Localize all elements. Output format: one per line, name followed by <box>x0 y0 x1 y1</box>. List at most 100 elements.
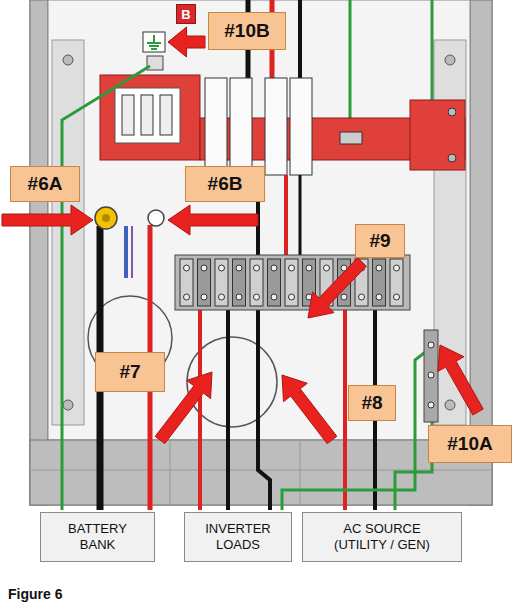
source-label: BATTERY BANK <box>58 521 138 553</box>
callout-text: B <box>181 7 190 22</box>
rail-slot <box>340 132 362 144</box>
side-bracket <box>52 40 84 425</box>
wire <box>131 226 133 278</box>
screw <box>445 400 455 410</box>
callout-number: #6B <box>185 166 265 202</box>
wire <box>62 66 150 510</box>
callout-arrow <box>308 258 366 318</box>
screw <box>448 108 456 116</box>
terminal-screw <box>289 265 295 271</box>
callout-number: #10B <box>208 12 286 50</box>
terminal <box>390 259 403 306</box>
terminal-screw <box>359 294 365 300</box>
wire <box>349 0 352 118</box>
wire <box>343 310 347 510</box>
terminal-group <box>180 259 403 306</box>
terminal-screw <box>376 265 382 271</box>
breaker-toggle <box>141 95 153 135</box>
callout-arrow <box>168 27 205 57</box>
callout-number: #8 <box>348 385 396 421</box>
terminal <box>373 259 386 306</box>
ground-symbol <box>143 32 165 52</box>
callout-arrow <box>282 375 337 444</box>
terminal-screw <box>219 294 225 300</box>
source-box: INVERTER LOADS <box>184 512 292 562</box>
terminal-screw <box>236 294 242 300</box>
terminal-block <box>175 255 410 310</box>
screw <box>63 55 73 65</box>
ground-symbol <box>151 48 157 50</box>
screw <box>63 400 73 410</box>
terminal-screw <box>236 265 242 271</box>
source-box: BATTERY BANK <box>40 512 155 562</box>
callout-number: #9 <box>355 224 405 258</box>
callout-text: #10A <box>447 433 492 455</box>
terminal-screw <box>184 294 190 300</box>
wire <box>226 310 230 510</box>
terminal <box>250 259 263 306</box>
ground-bar <box>424 330 438 422</box>
callout-text: #9 <box>369 230 390 252</box>
wire <box>258 310 270 510</box>
source-box: AC SOURCE (UTILITY / GEN) <box>302 512 462 562</box>
terminal-screw <box>254 294 260 300</box>
dc-breaker <box>205 78 227 175</box>
wire <box>299 175 302 256</box>
terminal-screw <box>394 294 400 300</box>
terminal-screw <box>219 265 225 271</box>
callout-arrow <box>438 345 483 415</box>
callout-arrows <box>2 27 483 444</box>
terminal-stud <box>102 214 110 222</box>
wire <box>395 420 432 510</box>
dc-breaker <box>265 78 287 175</box>
component-tag: B <box>176 4 196 24</box>
breaker-rail <box>410 100 465 170</box>
callout-arrow <box>2 205 93 235</box>
wire <box>284 175 288 256</box>
callout-text: #6A <box>28 173 63 195</box>
callout-text: #7 <box>119 361 140 383</box>
wire <box>198 310 202 510</box>
terminal <box>233 259 246 306</box>
terminal <box>180 259 193 306</box>
wire <box>431 0 434 100</box>
battery-negative-terminal <box>95 207 117 229</box>
panel-edge <box>170 440 171 505</box>
panel-edge <box>300 440 301 505</box>
dc-breaker <box>230 78 252 175</box>
screw <box>445 55 455 65</box>
terminal-screw <box>341 294 347 300</box>
terminal-screw <box>201 265 207 271</box>
wire <box>282 350 428 510</box>
callout-number: #6A <box>10 166 80 202</box>
callout-number: #10A <box>428 425 512 463</box>
ground-symbol <box>153 35 155 43</box>
callout-text: #8 <box>361 392 382 414</box>
source-label: INVERTER LOADS <box>193 521 283 553</box>
ground-symbol <box>147 42 161 44</box>
wire <box>298 0 302 80</box>
callout-number: #7 <box>95 352 165 392</box>
dc-breaker <box>290 78 312 175</box>
terminal <box>215 259 228 306</box>
enclosure-flange <box>30 0 48 505</box>
terminal-screw <box>289 294 295 300</box>
terminal-screw <box>254 265 260 271</box>
terminal-screw <box>271 265 277 271</box>
terminal-screw <box>306 265 312 271</box>
terminal-screw <box>376 294 382 300</box>
screw <box>448 154 456 162</box>
callout-text: #6B <box>208 173 243 195</box>
screw <box>428 342 434 348</box>
callout-arrow <box>168 205 258 235</box>
screw <box>428 372 434 378</box>
battery-positive-terminal <box>148 210 164 226</box>
terminal <box>198 259 211 306</box>
terminal-screw <box>201 294 207 300</box>
source-label: AC SOURCE (UTILITY / GEN) <box>317 521 447 553</box>
terminal <box>268 259 281 306</box>
screw <box>428 402 434 408</box>
terminal <box>285 259 298 306</box>
terminal-screw <box>184 265 190 271</box>
